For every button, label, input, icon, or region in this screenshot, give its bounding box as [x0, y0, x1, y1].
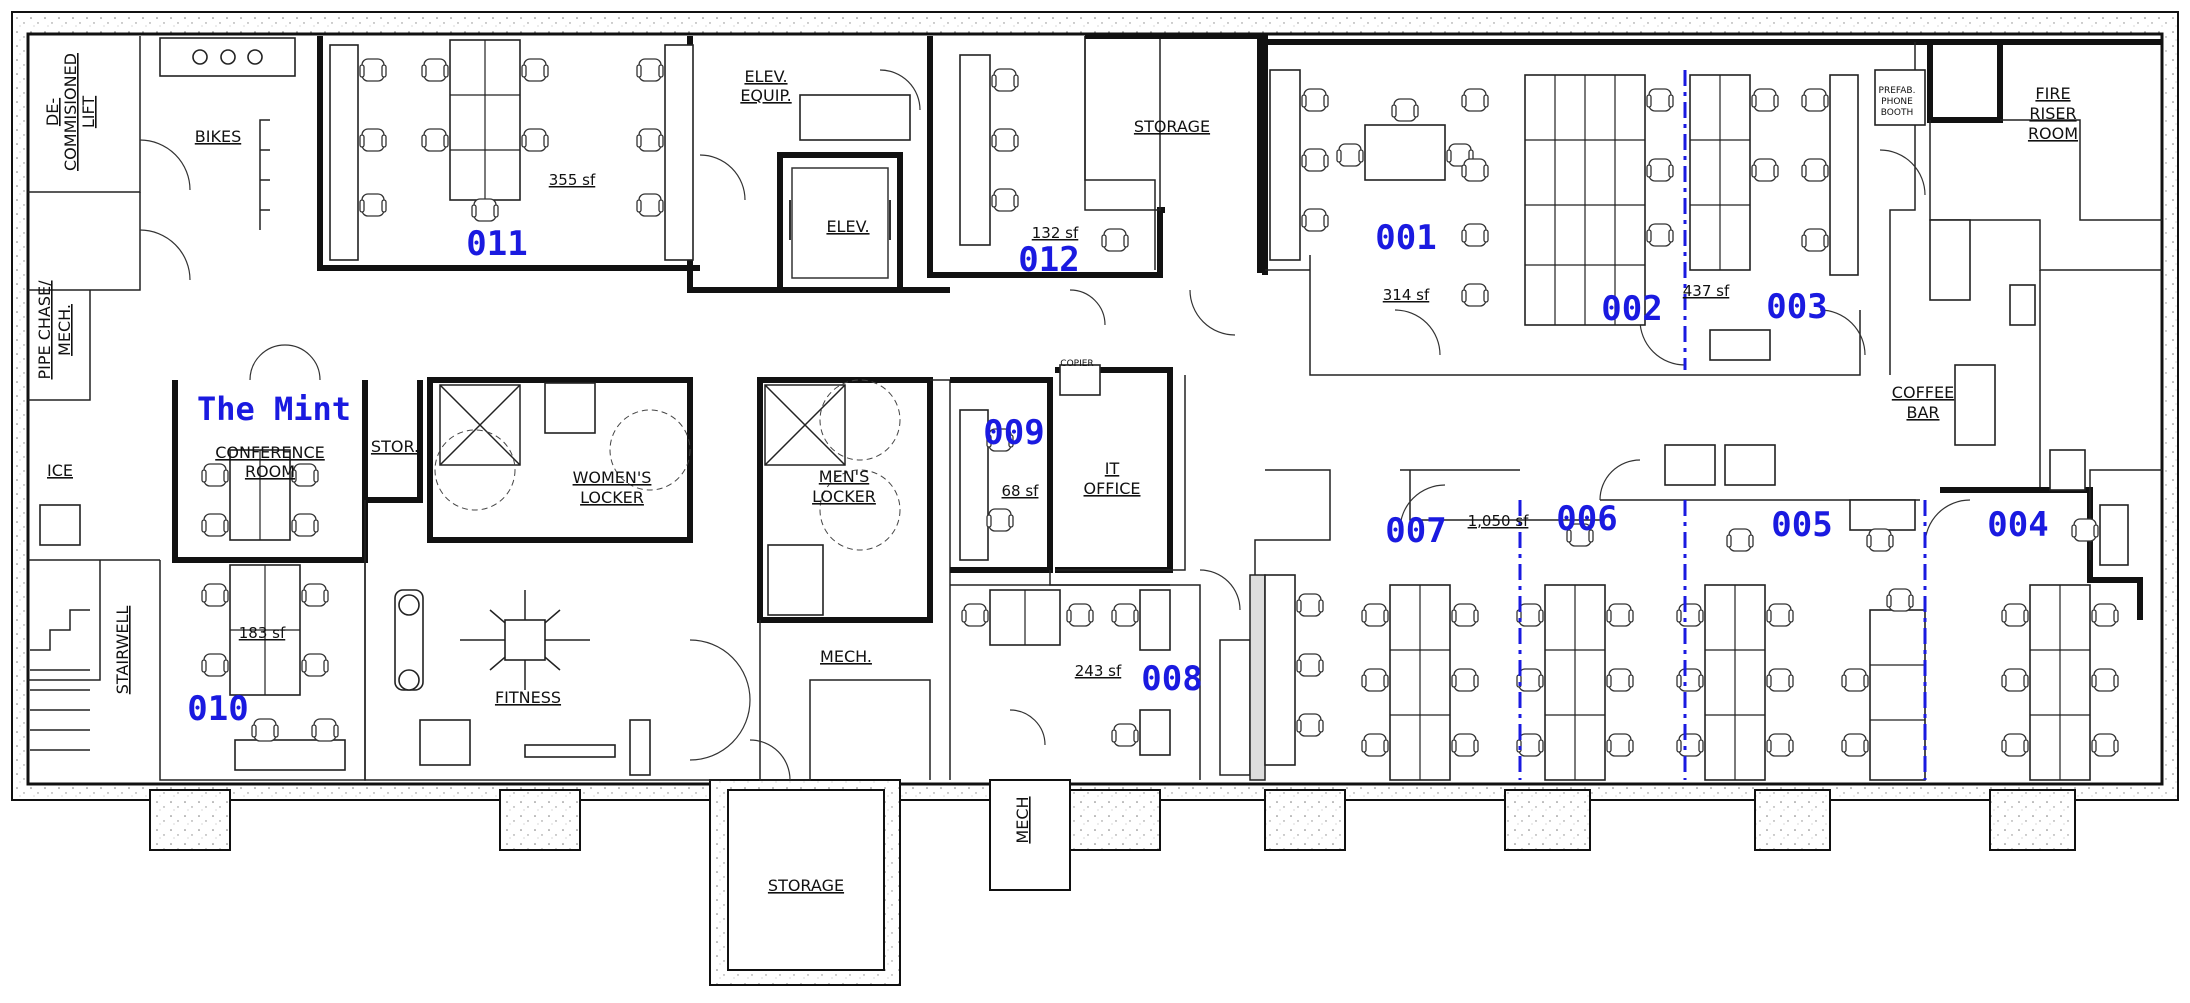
fitness-label: FITNESS: [495, 688, 561, 707]
fitness-equipment: [394, 589, 651, 776]
storage-bottom-label: STORAGE: [768, 876, 844, 895]
ice-label: ICE: [47, 461, 73, 480]
the-mint-label: The Mint: [197, 390, 351, 428]
decommissioned-lift-label: DE-COMMISIONEDLIFT: [43, 53, 98, 171]
workstations-011: [329, 39, 694, 261]
elevator: [777, 94, 911, 293]
mech-bottom-label: MECH: [1013, 796, 1032, 843]
area-002-003: 437 sf: [1683, 282, 1730, 300]
suite-004: 004: [1987, 505, 2048, 545]
bike-rack: [159, 37, 296, 230]
workstations-008-009: [959, 364, 1266, 781]
area-008: 243 sf: [1075, 662, 1122, 680]
area-007-006: 1,050 sf: [1468, 512, 1530, 530]
workstations-001-003: [1269, 69, 1926, 361]
mech-label: MECH.: [820, 647, 872, 666]
copier-label: COPIER: [1060, 359, 1093, 369]
workstations-004-007: [1264, 444, 2129, 781]
storage-top-label: STORAGE: [1134, 117, 1210, 136]
workstations-012: [959, 54, 1129, 252]
suite-007: 007: [1385, 511, 1446, 551]
bikes-label: BIKES: [195, 127, 241, 146]
suite-002: 002: [1601, 289, 1662, 329]
area-011: 355 sf: [549, 171, 596, 189]
lockers: [434, 379, 901, 616]
suite-006: 006: [1556, 499, 1617, 539]
suite-001: 001: [1375, 218, 1436, 258]
suite-003: 003: [1766, 287, 1827, 327]
pipe-chase-label: PIPE CHASE/MECH.: [35, 280, 74, 380]
suite-011: 011: [466, 224, 527, 264]
coffee-bar-counter: [1929, 219, 2086, 491]
suite-010: 010: [187, 689, 248, 729]
suite-005: 005: [1771, 505, 1832, 545]
elevator-label: ELEV.: [826, 217, 869, 236]
interior-walls: [28, 33, 2162, 781]
area-010: 183 sf: [239, 624, 286, 642]
stairwell-label: STAIRWELL: [113, 606, 132, 695]
suite-009: 009: [983, 413, 1044, 453]
partition-lines: [1518, 70, 1927, 780]
stairs: [30, 504, 90, 751]
elev-equip-label: ELEV.EQUIP.: [740, 67, 791, 105]
suite-012: 012: [1018, 240, 1079, 280]
suite-008: 008: [1141, 659, 1202, 699]
conference-furniture: [201, 449, 346, 771]
doors: [139, 69, 1971, 781]
area-001: 314 sf: [1383, 286, 1430, 304]
storage-closet-label: STOR.: [371, 437, 419, 456]
area-009: 68 sf: [1002, 482, 1040, 500]
area-012: 132 sf: [1032, 224, 1079, 242]
